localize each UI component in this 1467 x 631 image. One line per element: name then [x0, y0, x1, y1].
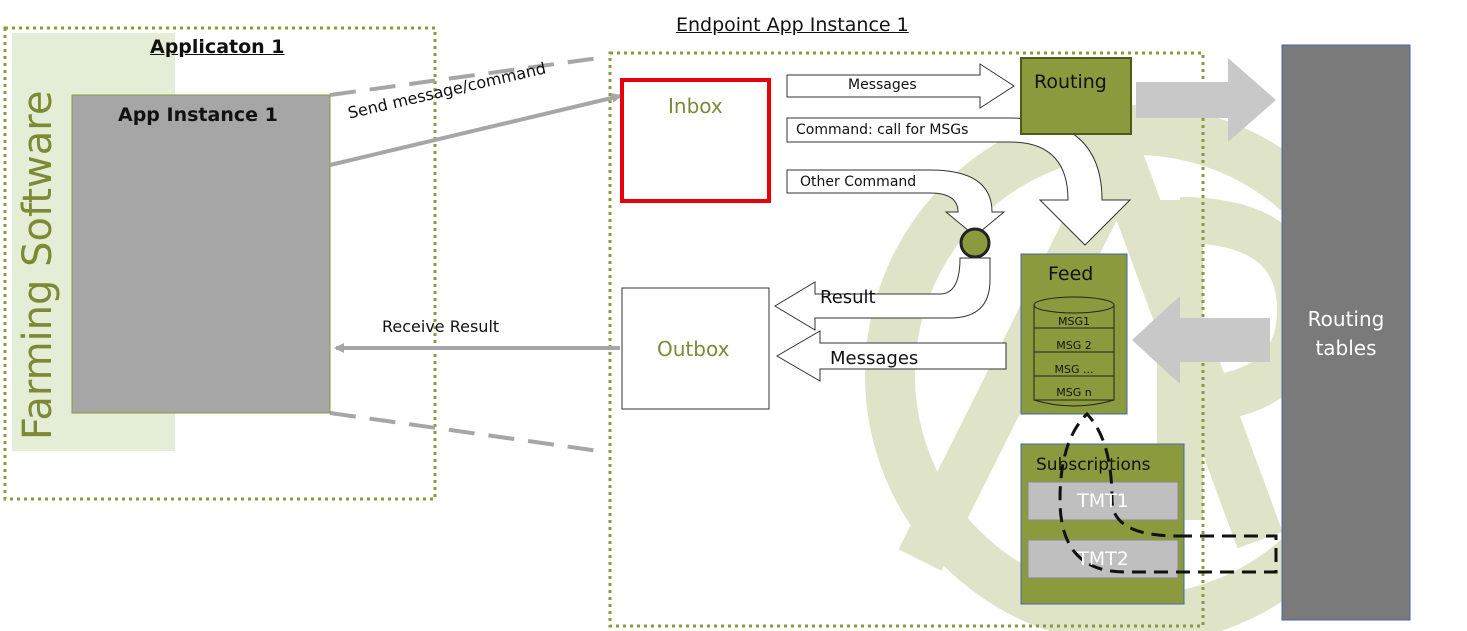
message-store-cylinder — [1033, 296, 1115, 407]
messages-out-label: Messages — [830, 348, 919, 369]
receive-arrow-label: Receive Result — [382, 317, 500, 336]
junction-node — [959, 227, 991, 259]
subscription-tmt1-label: TMT1 — [1077, 490, 1129, 512]
call-for-msgs-label: Command: call for MSGs — [796, 122, 969, 138]
application-frame — [3, 26, 437, 501]
projection-line-top — [329, 55, 607, 97]
feed-message: MSG ... — [1054, 363, 1094, 376]
feed-message: MSG1 — [1058, 315, 1090, 328]
subscription-tmt2-label: TMT2 — [1077, 548, 1129, 570]
routing-tables-line2: tables — [1315, 336, 1377, 360]
endpoint-frame — [608, 51, 1205, 628]
routing-to-tables-arrow — [1136, 58, 1276, 142]
subscription-item-tmt2 — [1027, 539, 1179, 579]
subscription-loop — [1058, 411, 1278, 574]
subscriptions-label: Subscriptions — [1036, 455, 1151, 475]
outbox-label: Outbox — [657, 337, 730, 361]
messages-out-arrow — [776, 330, 1007, 382]
projection-line-bottom — [329, 411, 607, 454]
endpoint-title: Endpoint App Instance 1 — [676, 14, 909, 36]
routing-label: Routing — [1034, 71, 1107, 93]
messages-in-arrow — [786, 63, 1015, 109]
feed-message: MSG 2 — [1056, 339, 1092, 352]
app-instance-box — [71, 94, 331, 414]
inbox-box — [620, 78, 771, 203]
inbox-label: Inbox — [668, 94, 723, 118]
feed-label: Feed — [1048, 263, 1094, 285]
send-arrow — [329, 92, 622, 167]
result-arrow — [774, 257, 991, 331]
farming-software-label: Farming Software — [15, 90, 61, 440]
result-label: Result — [820, 287, 876, 308]
subscription-item-tmt1 — [1027, 481, 1179, 521]
messages-in-label: Messages — [848, 77, 917, 93]
feed-message: MSG n — [1056, 386, 1092, 399]
feed-message-list: MSG1 MSG 2 MSG ... MSG n — [1034, 310, 1114, 404]
other-command-label: Other Command — [800, 174, 917, 190]
routing-tables-line1: Routing — [1307, 307, 1385, 331]
app-instance-label: App Instance 1 — [118, 104, 278, 126]
application-title: Applicaton 1 — [150, 36, 285, 58]
other-command-arrow — [786, 169, 1006, 237]
routing-box — [1020, 57, 1132, 135]
routing-tables-label: Routing tables — [1282, 305, 1410, 363]
tables-to-feed-arrow — [1132, 296, 1270, 384]
routing-tables-box — [1281, 44, 1411, 621]
outbox-box — [621, 287, 770, 410]
